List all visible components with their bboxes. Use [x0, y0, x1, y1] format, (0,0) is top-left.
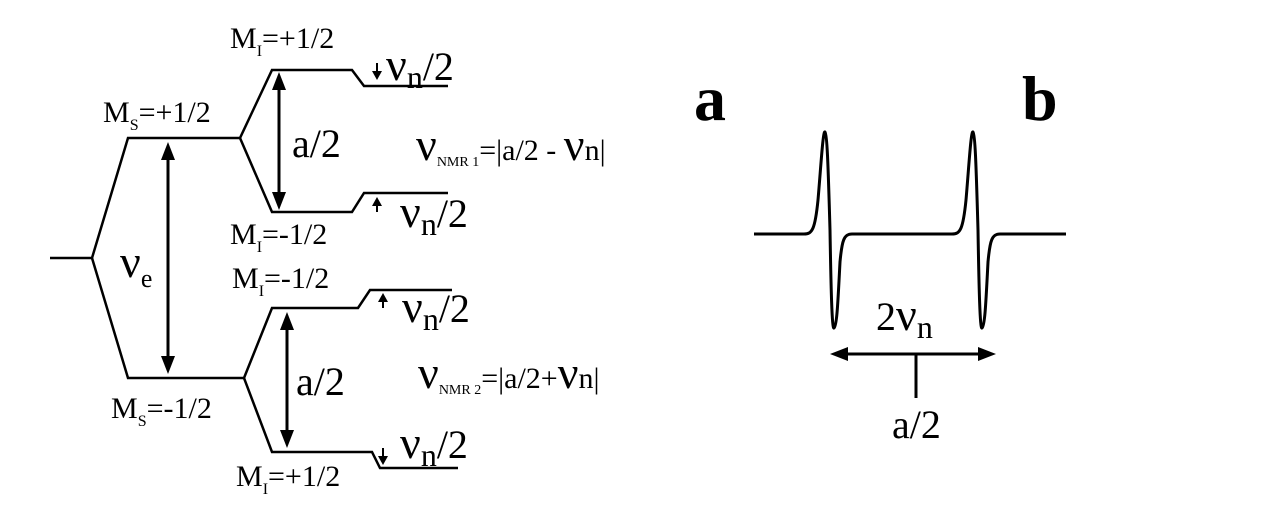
lower-electron-upper-nuclear-level — [90, 257, 452, 380]
endor-spectrum-trace — [754, 130, 1066, 330]
arrowhead — [280, 430, 294, 448]
nmr2-equation: νNMR 2=|a/2+νn| — [418, 347, 600, 398]
nuclear-shift-labels: νn/2 νn/2 νn/2 νn/2 — [386, 39, 470, 473]
arrowhead — [272, 72, 286, 90]
hyperfine-bottom-label: a/2 — [296, 359, 345, 404]
hyperfine-top-label: a/2 — [292, 121, 341, 166]
ms-minus-label: MS=-1/2 — [111, 392, 212, 430]
spectrum-center-label: a/2 — [892, 402, 941, 447]
arrowhead — [378, 293, 388, 302]
arrowhead — [372, 197, 382, 206]
nu-e-label: νe — [120, 236, 152, 293]
mi-plus-bottom-label: MI=+1/2 — [236, 460, 340, 498]
panel-label-b: b — [1022, 63, 1058, 134]
arrowhead — [161, 142, 175, 160]
nu-n-half-label: νn/2 — [400, 186, 468, 242]
arrowhead — [830, 347, 848, 361]
arrowhead — [372, 71, 382, 80]
arrowhead — [280, 312, 294, 330]
panel-label-a: a — [694, 63, 726, 134]
arrowhead — [378, 456, 388, 465]
energy-levels — [50, 68, 458, 470]
upper-electron-upper-nuclear-level — [50, 68, 448, 260]
ms-plus-label: MS=+1/2 — [103, 96, 211, 134]
lower-electron-lower-nuclear-level — [242, 377, 458, 470]
arrowhead — [161, 356, 175, 374]
nu-n-half-label: νn/2 — [386, 39, 454, 95]
nu-n-half-label: νn/2 — [402, 281, 470, 337]
arrowhead — [272, 192, 286, 210]
transition-arrows — [161, 63, 388, 465]
arrowhead — [978, 347, 996, 361]
nmr1-equation: νNMR 1=|a/2 - νn| — [416, 119, 606, 170]
level-labels: MS=+1/2 MS=-1/2 MI=+1/2 MI=-1/2 MI=-1/2 … — [103, 22, 340, 498]
nu-n-half-label: νn/2 — [400, 417, 468, 473]
two-nu-n-label: 2νn — [876, 289, 933, 345]
mi-minus-top-label: MI=-1/2 — [230, 218, 327, 256]
mi-minus-bottom-label: MI=-1/2 — [232, 262, 329, 300]
mi-plus-top-label: MI=+1/2 — [230, 22, 334, 60]
upper-electron-lower-nuclear-level — [238, 137, 448, 214]
